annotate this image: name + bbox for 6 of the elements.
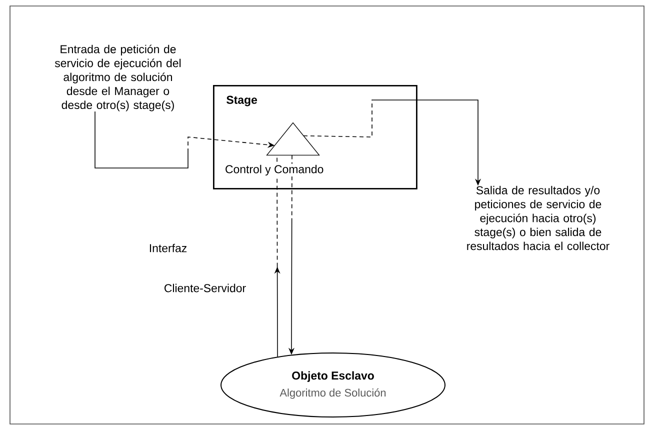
interface-label: Interfaz <box>150 244 187 252</box>
interface-label: Cliente-Servidor <box>164 284 246 292</box>
input-text: Entrada de petición de servicio de ejecución del algoritmo de solución desde el Manager o desde otro(s) stage(s) <box>54 44 181 112</box>
triangle-symbol <box>266 122 320 156</box>
output-text: Salida de resultados y/o peticiones de servicio de ejecución hacia otro(s) stage(s) o bien salida de resultados hacia el collector <box>467 186 610 250</box>
symbol-caption: Control y Comando <box>224 164 325 177</box>
